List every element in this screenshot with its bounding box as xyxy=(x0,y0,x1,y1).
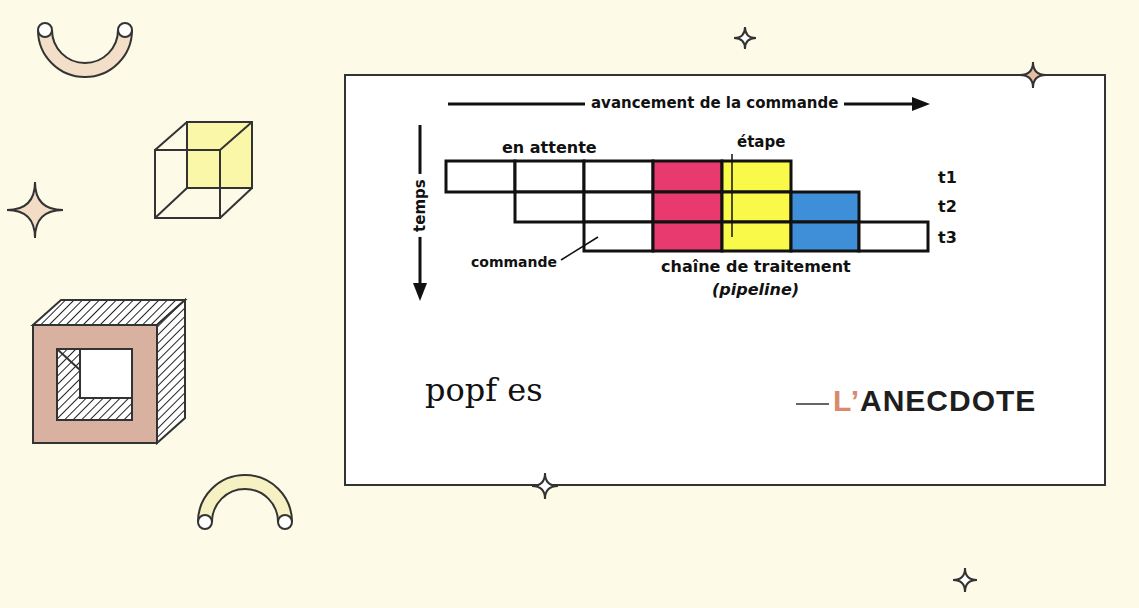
star-decoration xyxy=(953,568,977,592)
card-panel xyxy=(345,75,1105,485)
caption-label: chaîne de traitement xyxy=(661,258,851,276)
star-decoration xyxy=(532,473,558,499)
callout-label: commande xyxy=(471,254,557,270)
star-decoration xyxy=(734,27,756,49)
arc-decoration xyxy=(198,482,292,529)
callout-label: étape xyxy=(737,134,785,151)
callout-label: en attente xyxy=(502,139,597,157)
axis-label: avancement de la commande xyxy=(585,95,844,112)
axis-label: temps xyxy=(412,174,429,237)
star-decoration xyxy=(7,182,63,238)
pipeline-grid xyxy=(446,161,928,251)
leader-line xyxy=(561,237,598,260)
handwritten-note: popf es xyxy=(425,372,543,409)
time-label: t1 xyxy=(938,169,957,187)
caption-label: (pipeline) xyxy=(712,281,799,299)
leader-line xyxy=(731,154,733,237)
axis-arrow xyxy=(413,97,930,301)
time-label: t3 xyxy=(938,229,957,247)
time-label: t2 xyxy=(938,198,957,216)
arc-decoration xyxy=(38,23,132,70)
star-decoration xyxy=(1020,62,1046,88)
brand-logo: L’ANECDOTE xyxy=(833,384,1036,419)
cube-decoration xyxy=(155,122,252,218)
brand-rule xyxy=(796,403,829,405)
frame-decoration xyxy=(33,300,185,443)
